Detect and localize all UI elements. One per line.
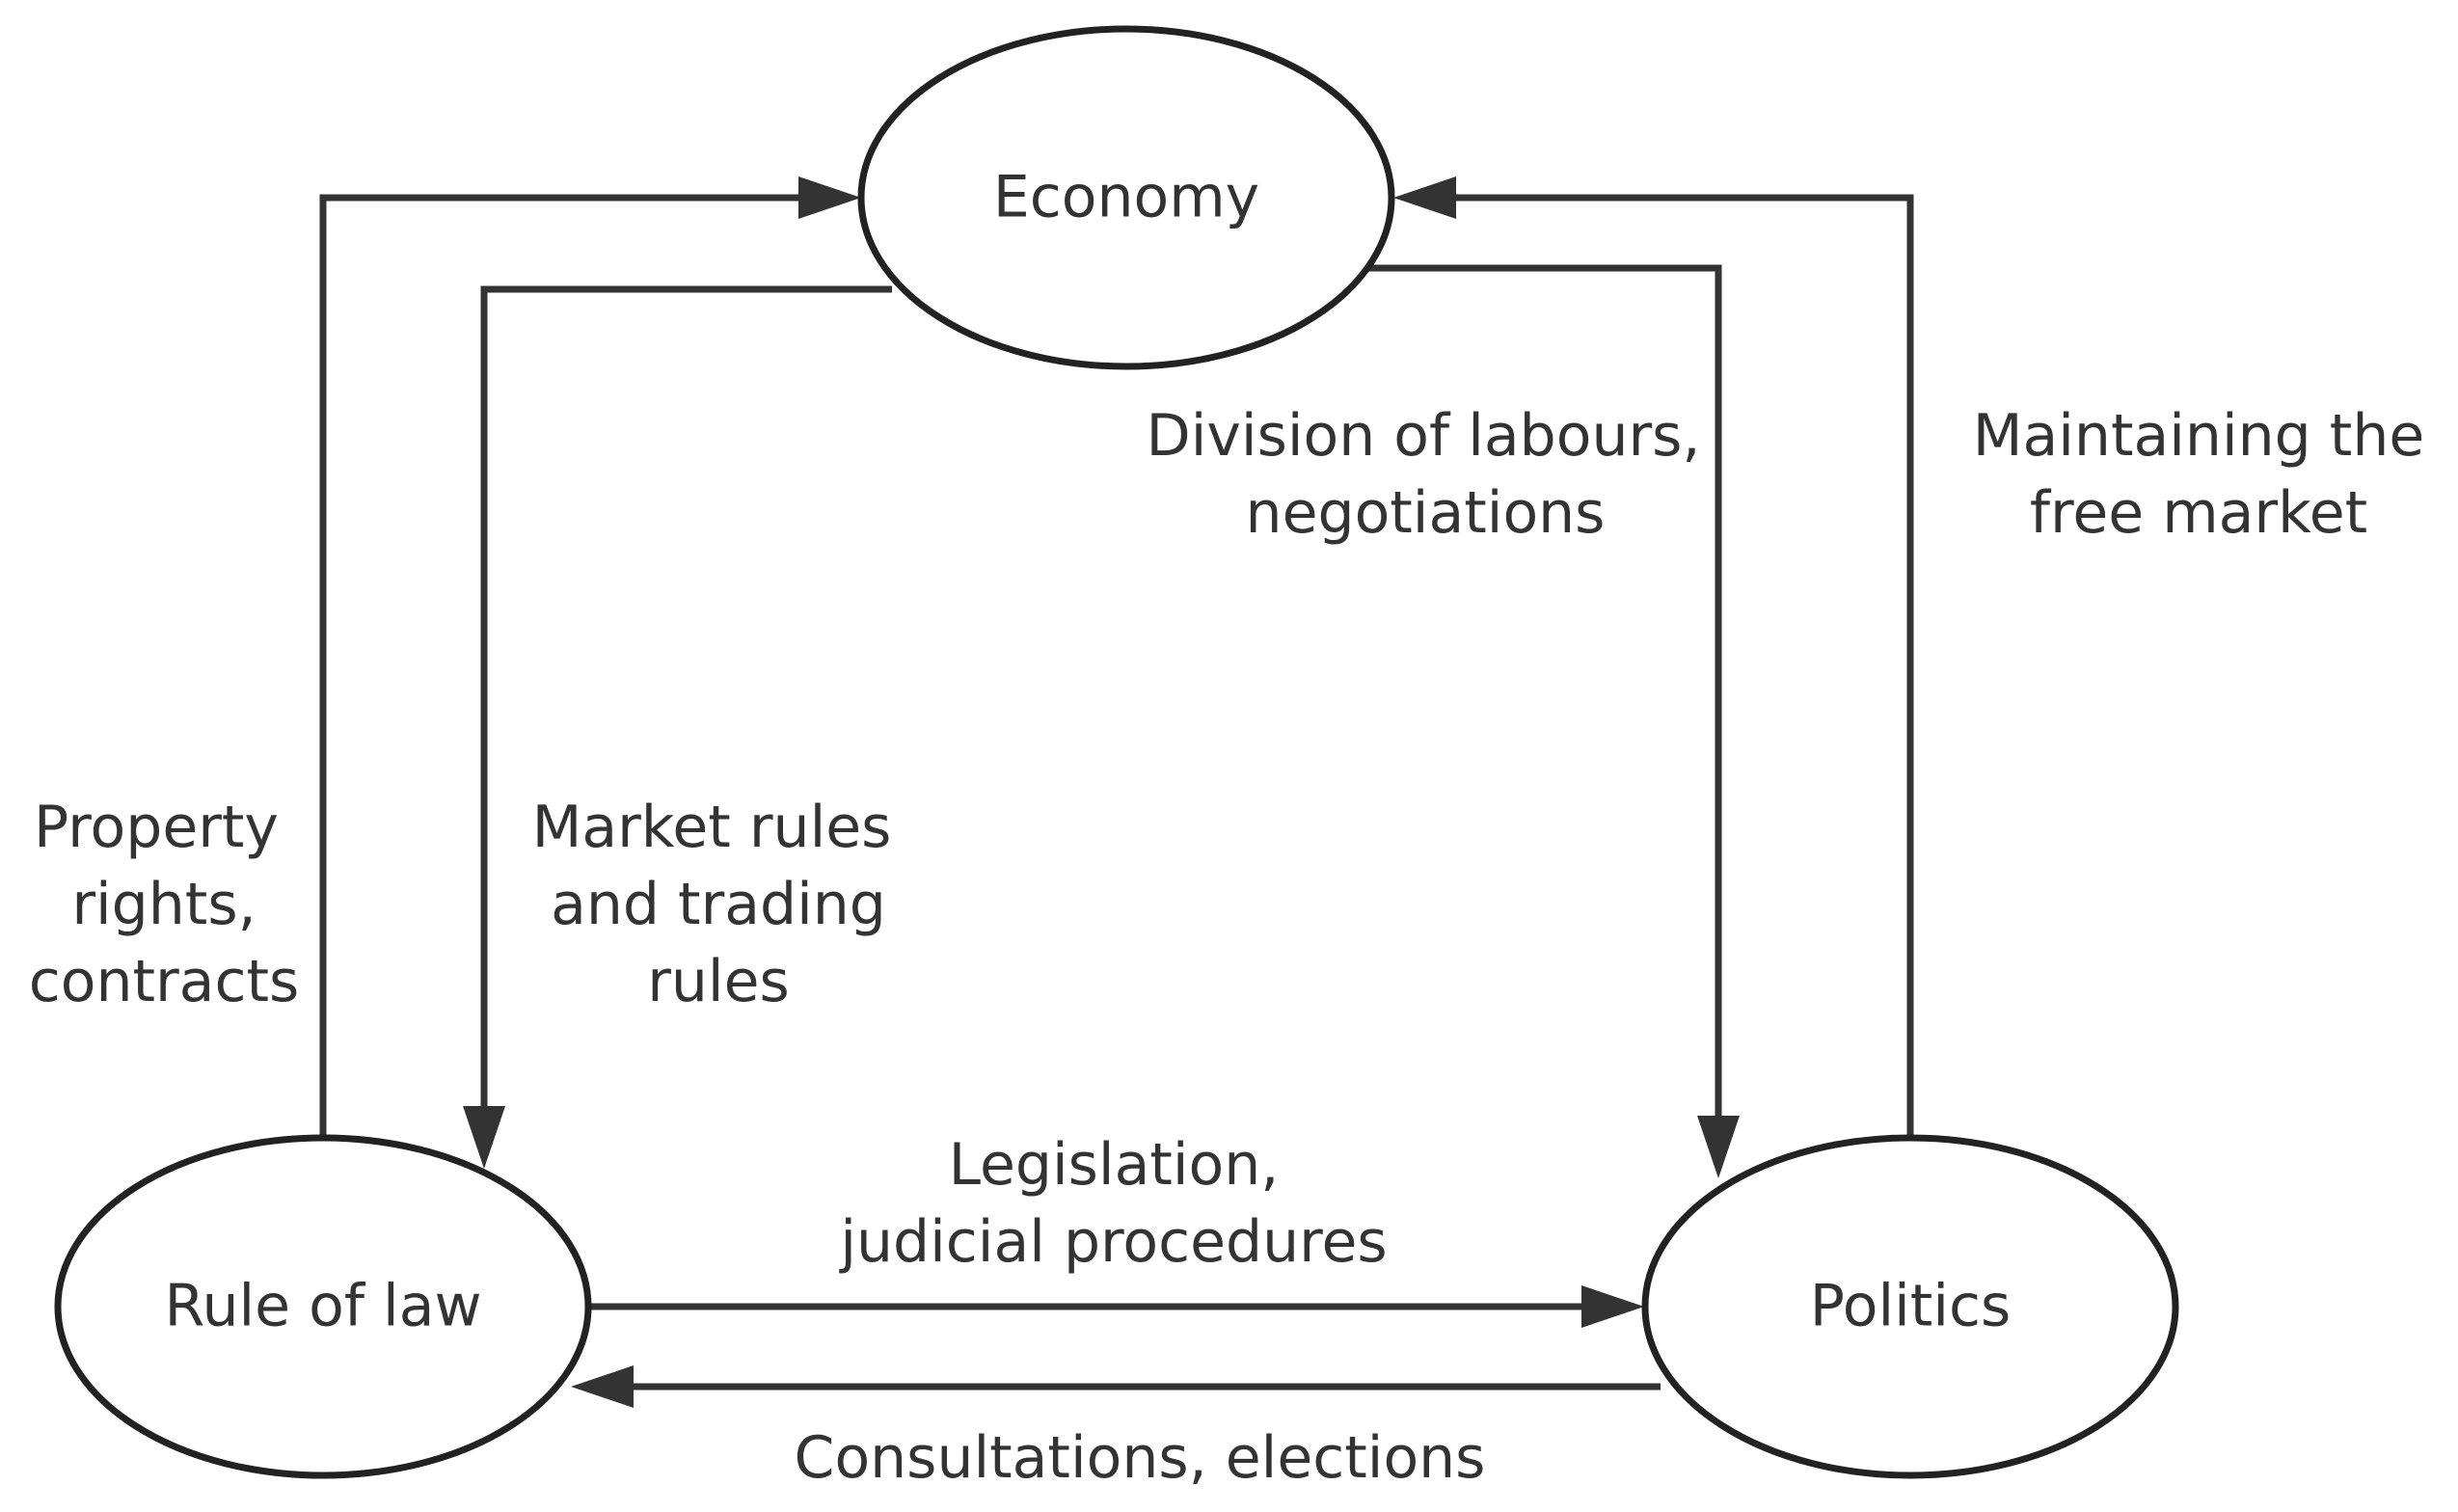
label-property-rights: Property rights, contracts bbox=[29, 794, 299, 1015]
label-consultations: Consultations, elections bbox=[795, 1424, 1486, 1492]
node-rule-of-law-shape bbox=[54, 1134, 592, 1479]
label-market-rules-line-3: rules bbox=[647, 948, 790, 1015]
label-division-of-labours: Division of labours, negotiations bbox=[1147, 402, 1701, 547]
label-division-of-labours-line-1: Division of labours, bbox=[1147, 402, 1701, 470]
node-politics-shape bbox=[1641, 1134, 2179, 1479]
node-politics: Politics bbox=[1641, 1134, 2179, 1479]
node-politics-label: Politics bbox=[1810, 1273, 2012, 1340]
node-rule-of-law: Rule of law bbox=[54, 1134, 592, 1479]
edge-maintaining-free-market bbox=[1393, 176, 1914, 1136]
edge-division-of-labours bbox=[1369, 264, 1740, 1178]
label-property-rights-line-2: rights, bbox=[71, 871, 256, 938]
edge-line-maintaining-free-market bbox=[1454, 194, 1914, 1136]
label-maintaining-free-market: Maintaining the free market bbox=[1973, 402, 2425, 547]
edge-line-division-of-labours bbox=[1369, 264, 1722, 1119]
node-economy-label: Economy bbox=[993, 164, 1259, 231]
label-division-of-labours-line-2: negotiations bbox=[1246, 479, 1606, 547]
arrowhead-law-from-economy bbox=[463, 1106, 505, 1169]
label-market-rules-line-1: Market rules bbox=[532, 794, 892, 861]
node-economy-shape bbox=[857, 25, 1395, 370]
arrowhead-economy-from-law bbox=[798, 176, 861, 219]
label-maintaining-free-market-line-2: free market bbox=[2030, 479, 2367, 547]
label-legislation-line-1: Legislation, bbox=[949, 1131, 1280, 1199]
edge-line-market-rules bbox=[480, 285, 892, 1109]
label-consultations-line-1: Consultations, elections bbox=[795, 1424, 1486, 1492]
label-legislation: Legislation, judicial procedures bbox=[838, 1131, 1387, 1276]
label-market-rules-line-2: and trading bbox=[551, 871, 886, 938]
label-legislation-line-2: judicial procedures bbox=[838, 1208, 1387, 1276]
label-market-rules: Market rules and trading rules bbox=[532, 794, 892, 1015]
label-property-rights-line-3: contracts bbox=[29, 948, 299, 1015]
edge-market-rules bbox=[463, 285, 892, 1169]
edge-legislation bbox=[588, 1285, 1644, 1328]
node-economy: Economy bbox=[857, 25, 1395, 370]
arrowhead-politics-from-law bbox=[1581, 1285, 1644, 1328]
edge-consultations bbox=[571, 1365, 1661, 1408]
node-rule-of-law-label: Rule of law bbox=[164, 1273, 481, 1340]
label-property-rights-line-1: Property bbox=[34, 794, 279, 861]
edge-line-property-rights bbox=[319, 194, 800, 1136]
arrowhead-politics-from-economy bbox=[1697, 1116, 1740, 1178]
label-maintaining-free-market-line-1: Maintaining the bbox=[1973, 402, 2425, 470]
edge-property-rights bbox=[319, 176, 861, 1136]
arrowhead-law-from-politics bbox=[571, 1365, 634, 1408]
arrowhead-economy-from-politics bbox=[1393, 176, 1456, 219]
